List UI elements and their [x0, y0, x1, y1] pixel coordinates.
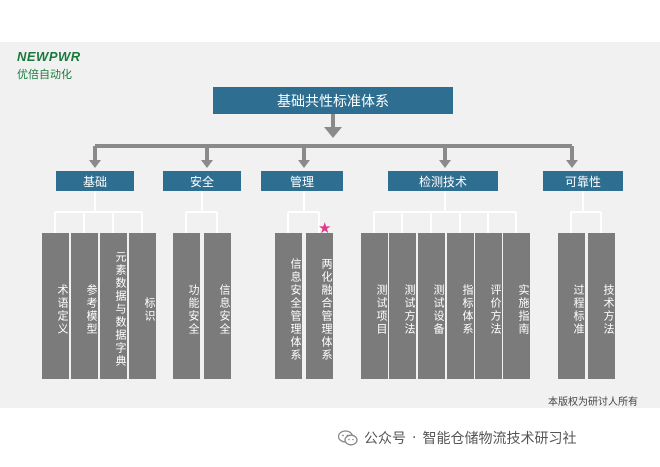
leaf-identification: 标识: [129, 233, 156, 379]
wechat-icon: [337, 430, 358, 446]
leaf-test-items: 测试项目: [361, 233, 388, 379]
category-security: 安全: [163, 171, 241, 191]
leaf-technical-methods: 技术方法: [588, 233, 615, 379]
root-node: 基础共性标准体系: [213, 87, 453, 114]
leaf-information-security: 信息安全: [204, 233, 231, 379]
leaf-integration-management: 两化融合管理体系: [306, 233, 333, 379]
leaf-data-dictionary: 元素数据与数据字典: [100, 233, 127, 379]
leaf-reference-model: 参考模型: [71, 233, 98, 379]
star-icon: ★: [318, 219, 332, 237]
leaf-terminology: 术语定义: [42, 233, 69, 379]
footer-name: 智能仓储物流技术研习社: [422, 431, 577, 447]
leaf-process-standards: 过程标准: [558, 233, 585, 379]
footer-dot: ·: [412, 430, 417, 446]
copyright-note: 本版权为研讨人所有: [548, 397, 638, 408]
footer-source: 公众号: [364, 431, 406, 447]
leaf-implementation-guide: 实施指南: [503, 233, 530, 379]
category-testing: 检测技术: [388, 171, 498, 191]
leaf-indicator-system: 指标体系: [447, 233, 474, 379]
leaf-test-methods: 测试方法: [389, 233, 416, 379]
leaf-functional-safety: 功能安全: [173, 233, 200, 379]
leaf-isms: 信息安全管理体系: [275, 233, 302, 379]
category-management: 管理: [261, 171, 343, 191]
category-basic: 基础: [56, 171, 134, 191]
root-arrow: [324, 127, 342, 138]
leaf-evaluation-methods: 评价方法: [475, 233, 502, 379]
brand-logo: NEWPWR: [17, 49, 81, 64]
category-reliability: 可靠性: [543, 171, 623, 191]
brand-subtitle: 优倍自动化: [17, 68, 72, 81]
footer-watermark: 公众号 · 智能仓储物流技术研习社: [337, 428, 577, 448]
leaf-test-equipment: 测试设备: [418, 233, 445, 379]
